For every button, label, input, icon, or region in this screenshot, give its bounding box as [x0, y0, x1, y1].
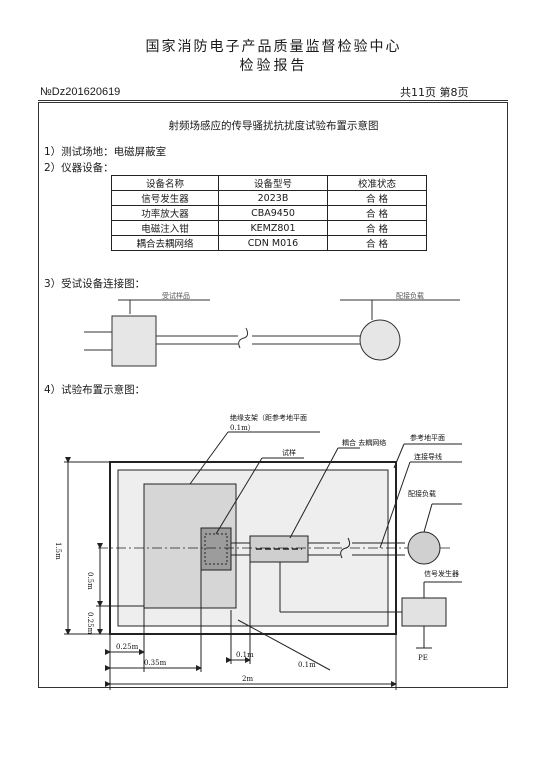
page-title: 射频场感应的传导骚扰抗扰度试验布置示意图 — [168, 120, 379, 132]
eut-box — [111, 315, 157, 367]
connection-load-label: 配接负载 — [396, 291, 424, 300]
dim-1-5m-label: 1.5m — [54, 542, 62, 560]
support-label-leader-diag — [189, 431, 229, 485]
connection-eut-label: 受试样品 — [162, 291, 190, 300]
report-header-org: 国家消防电子产品质量监督检验中心 — [145, 39, 402, 55]
dim-2m-label: 2m — [242, 675, 253, 683]
cable-break-mark — [238, 327, 249, 349]
eut-sample — [200, 527, 232, 571]
header-divider — [38, 100, 508, 101]
load-label-leader-layout-diag — [423, 503, 433, 533]
dim-0-25m-v-label: 0.25m — [86, 612, 94, 635]
eut-label-leader-layout-diag — [215, 457, 263, 535]
layout-eut-label: 试样 — [282, 448, 296, 457]
dim-0-1m-b-label: 0.1m — [298, 661, 316, 669]
cdn-label-leader-diag — [289, 447, 339, 539]
dim-0-35m-label: 0.35m — [144, 659, 167, 667]
section-equipment: 2）仪器设备： — [44, 162, 114, 174]
pe-label: PE — [418, 654, 428, 662]
layout-load-label: 配接负载 — [408, 489, 436, 498]
ground-label-leader-diag — [393, 443, 405, 469]
layout-labels: 绝缘支架（距参考地平面 0.1m） 试样 耦合 去耦网络 参考地平面 连接导线 … — [54, 413, 459, 683]
eut-sample-inner — [204, 533, 228, 565]
ground-plane-label: 参考地平面 — [410, 433, 445, 442]
table-row: 信号发生器 2023B 合 格 — [111, 190, 427, 206]
layout-diagram — [64, 431, 462, 690]
support-dim-label: 0.1m） — [230, 424, 255, 432]
load-circle-layout — [407, 531, 441, 565]
cable-label-leader-diag — [379, 461, 411, 549]
dim-0-25m-h-label: 0.25m — [116, 643, 139, 651]
cdn-label: 耦合 去耦网络 — [342, 438, 386, 447]
signal-generator-box — [401, 597, 447, 627]
page-info: 共11页 第8页 — [400, 86, 469, 99]
cable-label: 连接导线 — [414, 452, 442, 461]
section-layout-diagram: 4）试验布置示意图： — [44, 384, 146, 396]
table-cell: 合 格 — [327, 235, 427, 251]
load-circle — [359, 319, 401, 361]
connection-diagram: 受试样品 配接负载 — [84, 291, 460, 367]
dim-0-1m-a-label: 0.1m — [236, 651, 254, 659]
table-row: 耦合去耦网络 CDN M016 合 格 — [111, 235, 427, 251]
table-row: 电磁注入钳 KEMZ801 合 格 — [111, 220, 427, 236]
equipment-table: 设备名称 设备型号 校准状态 信号发生器 2023B 合 格 功率放大器 CBA… — [111, 175, 427, 251]
dim-0-1m-b-leader — [237, 619, 331, 671]
section-test-site: 1）测试场地：电磁屏蔽室 — [44, 146, 167, 158]
section-connection-diagram: 3）受试设备连接图： — [44, 278, 146, 290]
generator-label: 信号发生器 — [424, 569, 459, 578]
dim-0-5m-label: 0.5m — [86, 572, 94, 590]
support-label: 绝缘支架（距参考地平面 — [230, 413, 307, 422]
document-number: №Dz201620619 — [40, 86, 121, 98]
report-header-title: 检验报告 — [239, 58, 308, 74]
content-frame — [38, 102, 508, 688]
